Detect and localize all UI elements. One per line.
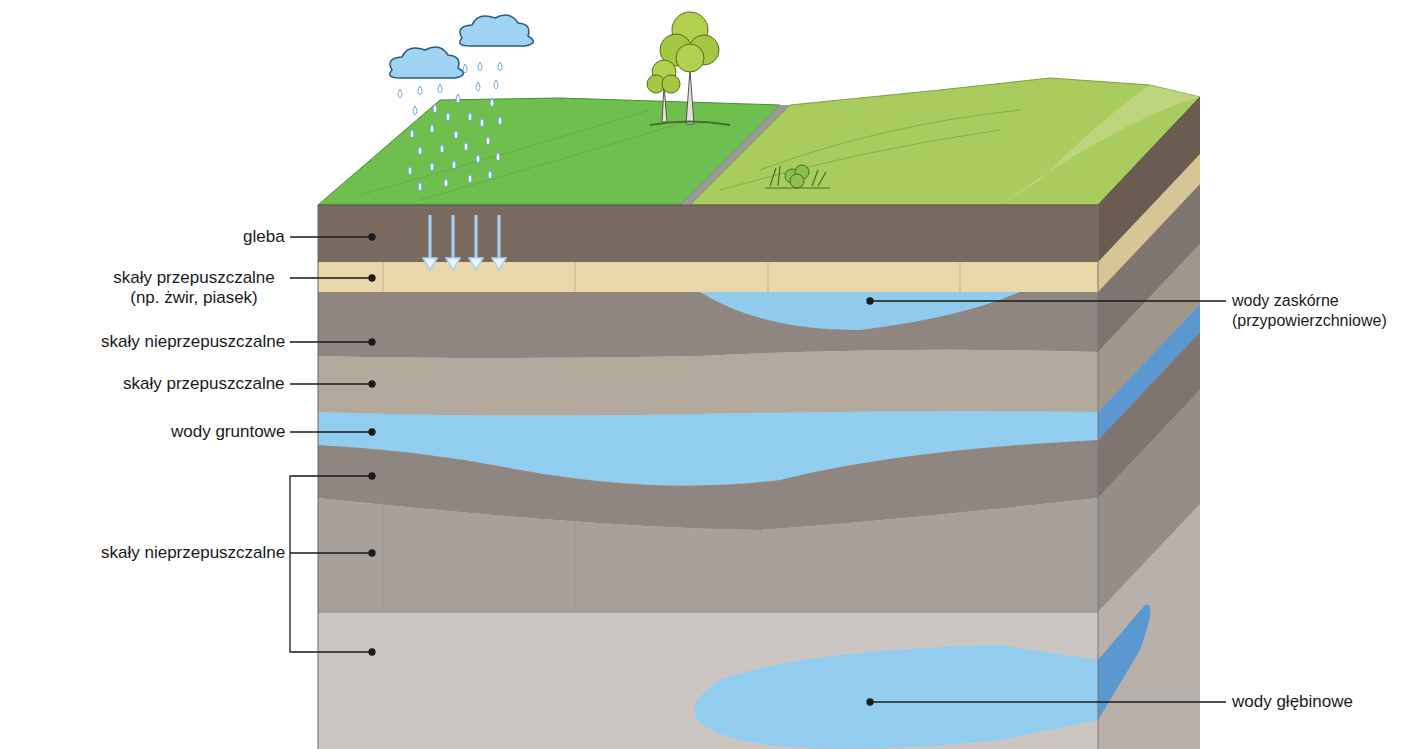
leader-lines — [290, 234, 1226, 705]
raindrop — [440, 144, 444, 153]
rain-clouds — [390, 15, 534, 78]
raindrop — [498, 116, 502, 125]
raindrop — [444, 178, 448, 187]
rock-joints — [383, 262, 960, 612]
deep-water — [694, 645, 1098, 749]
raindrop — [418, 146, 422, 155]
raindrop — [418, 182, 422, 191]
layer-label: skały nieprzepuszczalne — [101, 332, 285, 352]
raindrop — [490, 98, 494, 107]
raindrop — [468, 174, 472, 183]
layer-label: gleba — [243, 227, 285, 247]
impermeable-layer — [318, 292, 1098, 358]
side-impermeable — [1098, 504, 1200, 749]
raindrop — [418, 86, 422, 95]
trees — [647, 12, 730, 125]
permeable-layer — [318, 350, 1098, 416]
block-edge — [318, 97, 1200, 205]
raindrop — [433, 104, 437, 113]
side-deep-water — [1098, 605, 1150, 720]
raindrop — [454, 130, 458, 139]
raindrop — [496, 152, 500, 161]
water-label: wody głębinowe — [1232, 692, 1353, 712]
raindrop — [468, 112, 472, 121]
raindrop — [494, 80, 498, 89]
raindrop — [498, 62, 502, 71]
water-label: wody gruntowe — [171, 422, 285, 442]
raindrop — [476, 82, 480, 91]
layer-boundary — [318, 612, 1098, 613]
raindrop — [410, 129, 414, 138]
bush — [765, 165, 830, 188]
raindrop — [413, 106, 417, 115]
raindrop — [438, 84, 442, 93]
layer-label: skały przepuszczalne (np. żwir, piasek) — [103, 268, 285, 308]
perched-water — [700, 292, 1020, 330]
raindrop — [478, 62, 482, 71]
raindrop — [464, 142, 468, 151]
raindrop — [452, 160, 456, 169]
raindrop — [446, 112, 450, 121]
impermeable-layer — [318, 498, 1098, 612]
block-edge — [318, 205, 319, 749]
raindrop — [430, 162, 434, 171]
raindrop — [486, 136, 490, 145]
raindrop — [398, 89, 402, 98]
block-edge — [1098, 205, 1099, 749]
raindrops — [398, 62, 502, 191]
raindrop — [408, 166, 412, 175]
raindrop — [480, 118, 484, 127]
raindrop — [430, 124, 434, 133]
sand-layer — [318, 262, 1098, 294]
raindrop — [488, 170, 492, 179]
raindrop — [476, 154, 480, 163]
layer-label: skały przepuszczalne — [123, 374, 285, 394]
infiltration-arrows — [423, 215, 506, 270]
water-label: wody zaskórne (przypowierzchniowe) — [1232, 291, 1414, 331]
layer-label: skały nieprzepuszczalne — [101, 543, 285, 563]
front-face — [318, 205, 1098, 749]
side-face — [1098, 97, 1200, 749]
raindrop — [463, 64, 467, 73]
raindrop — [456, 94, 460, 103]
soil-layer — [318, 205, 1098, 263]
